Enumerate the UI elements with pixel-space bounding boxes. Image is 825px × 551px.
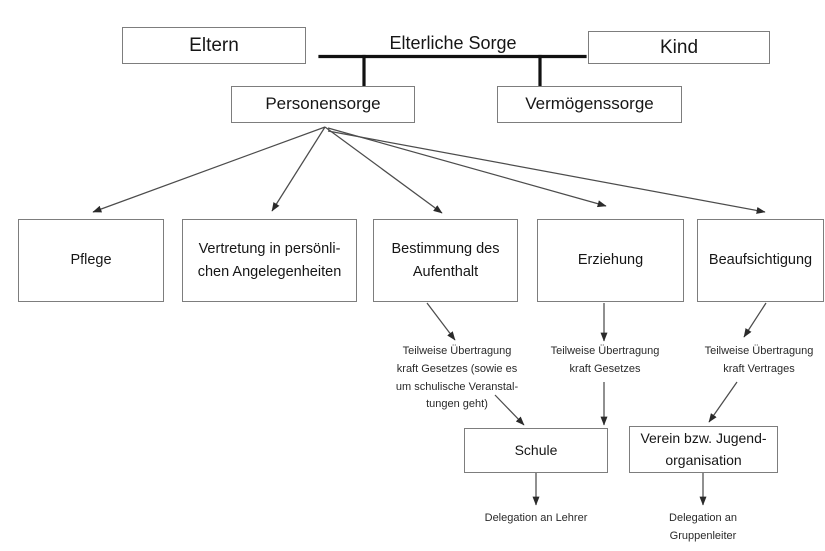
node-pflege-label: Pflege bbox=[70, 252, 112, 269]
node-vertretung-label: Vertretung in persönli- chen Angelegenhe… bbox=[198, 238, 342, 283]
node-beaufsichtigung-label: Beaufsichtigung bbox=[708, 252, 813, 269]
caption-verein-delegation: Delegation an Gruppenleiter bbox=[640, 510, 766, 546]
annotation-beaufsichtigung-line2: kraft Vertrages bbox=[723, 362, 795, 375]
node-eltern[interactable]: Eltern bbox=[122, 27, 306, 64]
node-eltern-label: Eltern bbox=[189, 34, 239, 56]
node-kind-label: Kind bbox=[659, 36, 699, 58]
node-beaufsichtigung[interactable]: Beaufsichtigung bbox=[697, 219, 824, 302]
node-vermoegenssorge[interactable]: Vermögenssorge bbox=[497, 86, 682, 123]
annotation-aufenthalt-line4: tungen geht) bbox=[426, 398, 488, 411]
node-pflege[interactable]: Pflege bbox=[18, 219, 164, 302]
edge-beaufsichtigung-to-note bbox=[743, 302, 767, 338]
node-personensorge[interactable]: Personensorge bbox=[231, 86, 415, 123]
node-vermoegenssorge-label: Vermögenssorge bbox=[525, 94, 654, 114]
annotation-aufenthalt-line1: Teilweise Übertragung bbox=[402, 345, 512, 357]
node-schule-label: Schule bbox=[514, 441, 558, 458]
annotation-aufenthalt-line2: kraft Gesetzes (sowie es bbox=[396, 362, 518, 375]
edge-personensorge-to-pflege bbox=[92, 126, 326, 213]
node-erziehung[interactable]: Erziehung bbox=[537, 219, 684, 302]
edge-personensorge-to-vertretung bbox=[271, 126, 326, 212]
node-verein-line2: organisation bbox=[665, 451, 742, 468]
edge-personensorge-to-bestimmung bbox=[324, 126, 443, 214]
node-personensorge-label: Personensorge bbox=[265, 94, 381, 114]
node-bestimmung-line2: Aufenthalt bbox=[412, 263, 479, 280]
diagram-title: Elterliche Sorge bbox=[368, 33, 538, 54]
caption-schule-delegation-label: Delegation an Lehrer bbox=[484, 512, 588, 524]
node-verein-label: Verein bzw. Jugend- organisation bbox=[640, 428, 766, 471]
annotation-beaufsichtigung: Teilweise Übertragung kraft Vertrages bbox=[683, 343, 825, 379]
node-vertretung-line1: Vertretung in persönli- bbox=[198, 241, 341, 258]
node-kind[interactable]: Kind bbox=[588, 31, 770, 64]
node-bestimmung-aufenthalt[interactable]: Bestimmung des Aufenthalt bbox=[373, 219, 518, 302]
node-vertretung-line2: chen Angelegenheiten bbox=[197, 263, 342, 280]
node-schule[interactable]: Schule bbox=[464, 428, 608, 473]
annotation-aufenthalt: Teilweise Übertragung kraft Gesetzes (so… bbox=[371, 343, 543, 414]
node-erziehung-label: Erziehung bbox=[577, 252, 644, 269]
annotation-aufenthalt-line3: um schulische Veranstal- bbox=[395, 380, 519, 393]
edge-bestimmung-to-note bbox=[426, 302, 456, 341]
node-bestimmung-label: Bestimmung des Aufenthalt bbox=[392, 238, 500, 283]
caption-verein-delegation-line1: Delegation an bbox=[669, 512, 737, 524]
node-bestimmung-line1: Bestimmung des bbox=[391, 241, 500, 258]
annotation-beaufsichtigung-line1: Teilweise Übertragung bbox=[704, 345, 814, 357]
node-verein-line1: Verein bzw. Jugend- bbox=[640, 429, 767, 446]
diagram-title-label: Elterliche Sorge bbox=[389, 33, 517, 53]
caption-schule-delegation: Delegation an Lehrer bbox=[458, 510, 614, 528]
edge-personensorge-to-erziehung bbox=[327, 127, 607, 208]
node-vertretung[interactable]: Vertretung in persönli- chen Angelegenhe… bbox=[182, 219, 357, 302]
annotation-erziehung-line1: Teilweise Übertragung bbox=[550, 345, 660, 357]
node-verein[interactable]: Verein bzw. Jugend- organisation bbox=[629, 426, 778, 473]
annotation-erziehung: Teilweise Übertragung kraft Gesetzes bbox=[526, 343, 684, 379]
edge-note-to-verein bbox=[708, 381, 738, 423]
annotation-erziehung-line2: kraft Gesetzes bbox=[569, 362, 641, 375]
edge-personensorge-to-beaufsichtigung bbox=[327, 130, 766, 214]
caption-verein-delegation-line2: Gruppenleiter bbox=[669, 529, 737, 542]
